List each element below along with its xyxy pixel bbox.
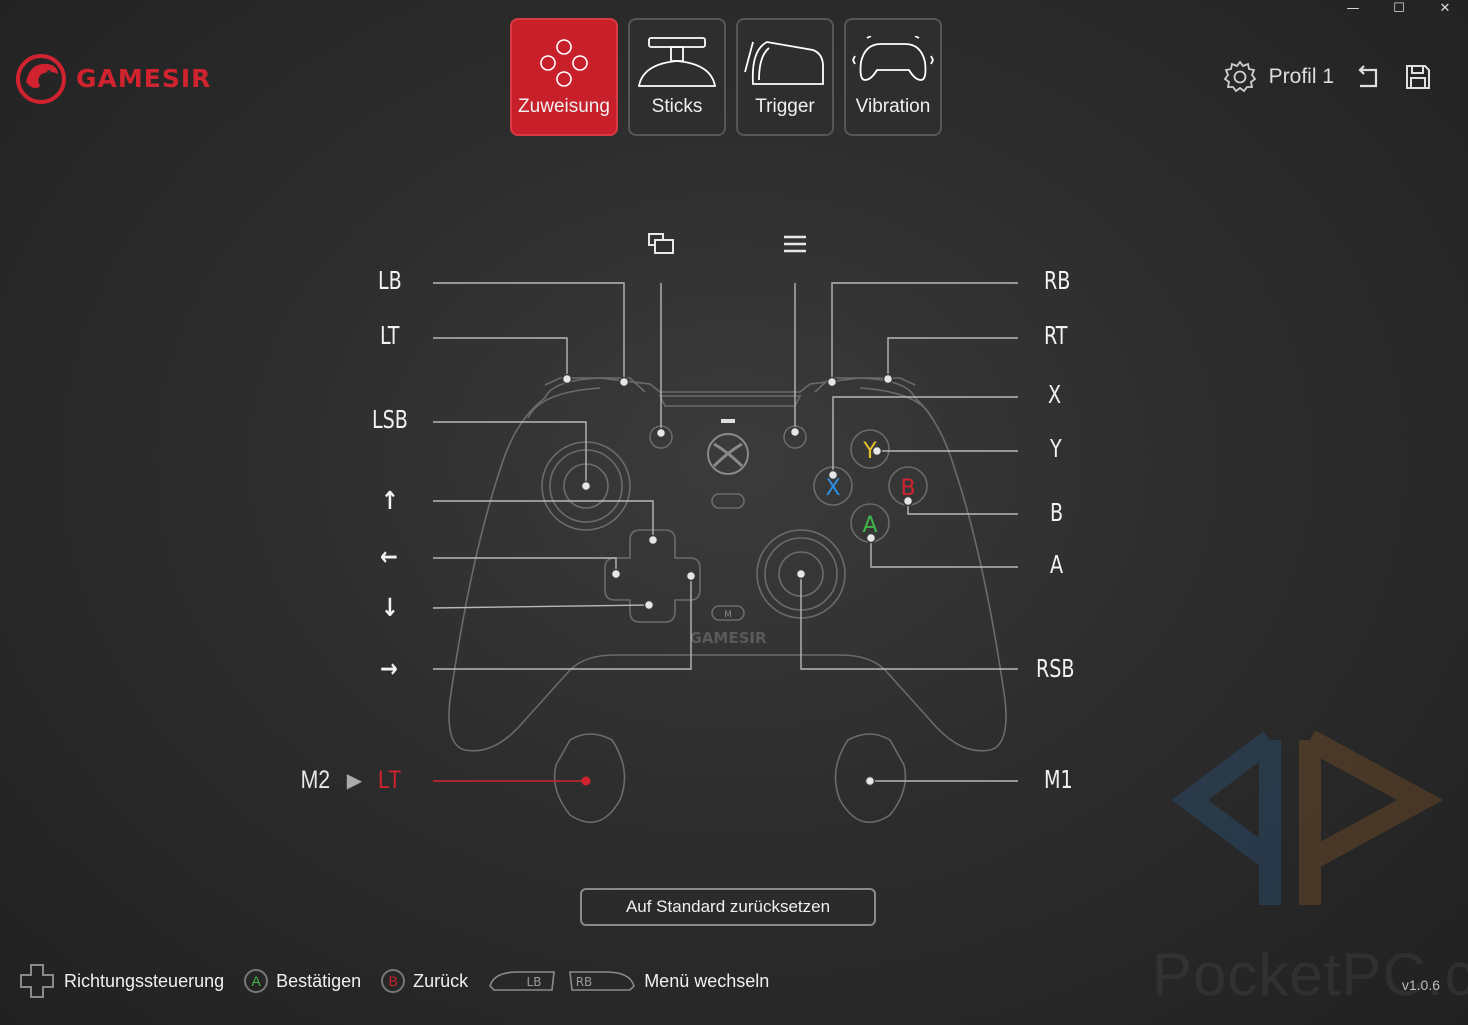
minimize-button[interactable]: —: [1346, 0, 1360, 16]
label-rsb[interactable]: RSB: [1036, 654, 1075, 683]
vibration-icon: [851, 36, 935, 81]
tab-label: Sticks: [651, 96, 703, 117]
main-tabs: Zuweisung Sticks Trigger: [510, 18, 942, 136]
label-lt[interactable]: LT: [380, 321, 400, 350]
hint-label: Richtungssteuerung: [64, 970, 225, 991]
a-button-icon: A: [244, 969, 269, 993]
label-a[interactable]: A: [1050, 550, 1064, 579]
gear-icon[interactable]: [1223, 60, 1257, 94]
face-a-label: A: [862, 513, 877, 538]
hint-switch-menu: LB RB Menü wechseln: [488, 968, 769, 994]
label-b[interactable]: B: [1050, 498, 1064, 527]
label-dpad-up[interactable]: ↑: [381, 486, 399, 515]
rb-bumper-icon: RB: [569, 971, 636, 991]
view-button-icon[interactable]: [648, 233, 674, 254]
face-x-label: X: [825, 476, 840, 501]
gamesir-logo-icon: [16, 54, 66, 104]
dpad-icon: [20, 964, 54, 998]
tab-label: Trigger: [755, 96, 815, 117]
tab-zuweisung[interactable]: Zuweisung: [510, 18, 618, 136]
hint-label: Zurück: [413, 970, 469, 991]
hint-confirm: A Bestätigen: [244, 969, 361, 993]
m2-target-label: LT: [378, 766, 402, 794]
m2-mapping[interactable]: M2 ▶ LT: [298, 766, 403, 795]
profile-name[interactable]: Profil 1: [1268, 65, 1334, 88]
anchor-dots: [561, 373, 914, 787]
gamesir-logo: GAMESIR: [16, 52, 211, 104]
maximize-button[interactable]: ☐: [1393, 0, 1405, 16]
face-b-label: B: [900, 476, 915, 501]
tab-label: Zuweisung: [518, 96, 610, 117]
label-lb[interactable]: LB: [378, 266, 402, 295]
buttons-icon: [540, 39, 588, 87]
label-dpad-down[interactable]: ↓: [381, 593, 399, 622]
label-x[interactable]: X: [1048, 380, 1062, 409]
reset-default-button[interactable]: Auf Standard zurücksetzen: [580, 888, 876, 926]
face-y-label: Y: [862, 439, 877, 464]
tab-vibration[interactable]: Vibration: [844, 18, 942, 136]
label-dpad-left[interactable]: ←: [380, 542, 398, 571]
version-label: v1.0.6: [1401, 977, 1440, 993]
label-y[interactable]: Y: [1050, 434, 1062, 463]
undo-icon[interactable]: [1356, 64, 1382, 90]
brand-name: GAMESIR: [76, 63, 212, 93]
profile-bar: Profil 1: [1223, 60, 1432, 94]
label-lsb[interactable]: LSB: [372, 405, 408, 434]
svg-text:LB: LB: [527, 975, 542, 989]
label-rt[interactable]: RT: [1044, 321, 1068, 350]
hint-label: Bestätigen: [276, 970, 362, 991]
window-controls: — ☐ ✕: [1330, 0, 1468, 16]
xbox-logo-icon: [707, 419, 749, 475]
m-button-label: M: [724, 610, 732, 620]
hint-direction: Richtungssteuerung: [18, 962, 224, 1000]
callout-lines: [432, 282, 1018, 782]
lb-bumper-icon: LB: [489, 971, 556, 991]
hint-bar: Richtungssteuerung A Bestätigen B Zurück…: [18, 962, 775, 1000]
svg-text:RB: RB: [576, 975, 593, 989]
save-icon[interactable]: [1404, 63, 1432, 91]
tab-trigger[interactable]: Trigger: [736, 18, 834, 136]
controller-outline: [448, 377, 1007, 824]
hint-label: Menü wechseln: [644, 970, 770, 991]
menu-button-icon[interactable]: [784, 235, 806, 253]
stick-icon: [637, 37, 717, 87]
watermark-text: PocketPC.ch: [1152, 941, 1468, 1008]
m2-label: M2: [300, 766, 331, 794]
controller-brand-text: GAMESIR: [689, 629, 766, 647]
label-m1[interactable]: M1: [1044, 765, 1073, 794]
tab-sticks[interactable]: Sticks: [628, 18, 726, 136]
tab-label: Vibration: [855, 96, 931, 117]
label-rb[interactable]: RB: [1044, 266, 1071, 295]
label-dpad-right[interactable]: →: [380, 654, 398, 683]
close-button[interactable]: ✕: [1439, 0, 1451, 16]
trigger-icon: [744, 41, 824, 85]
play-arrow-icon: ▶: [346, 770, 363, 792]
hint-back: B Zurück: [381, 969, 468, 993]
pocketpc-watermark-logo: [1171, 730, 1443, 905]
b-button-icon: B: [381, 969, 406, 993]
